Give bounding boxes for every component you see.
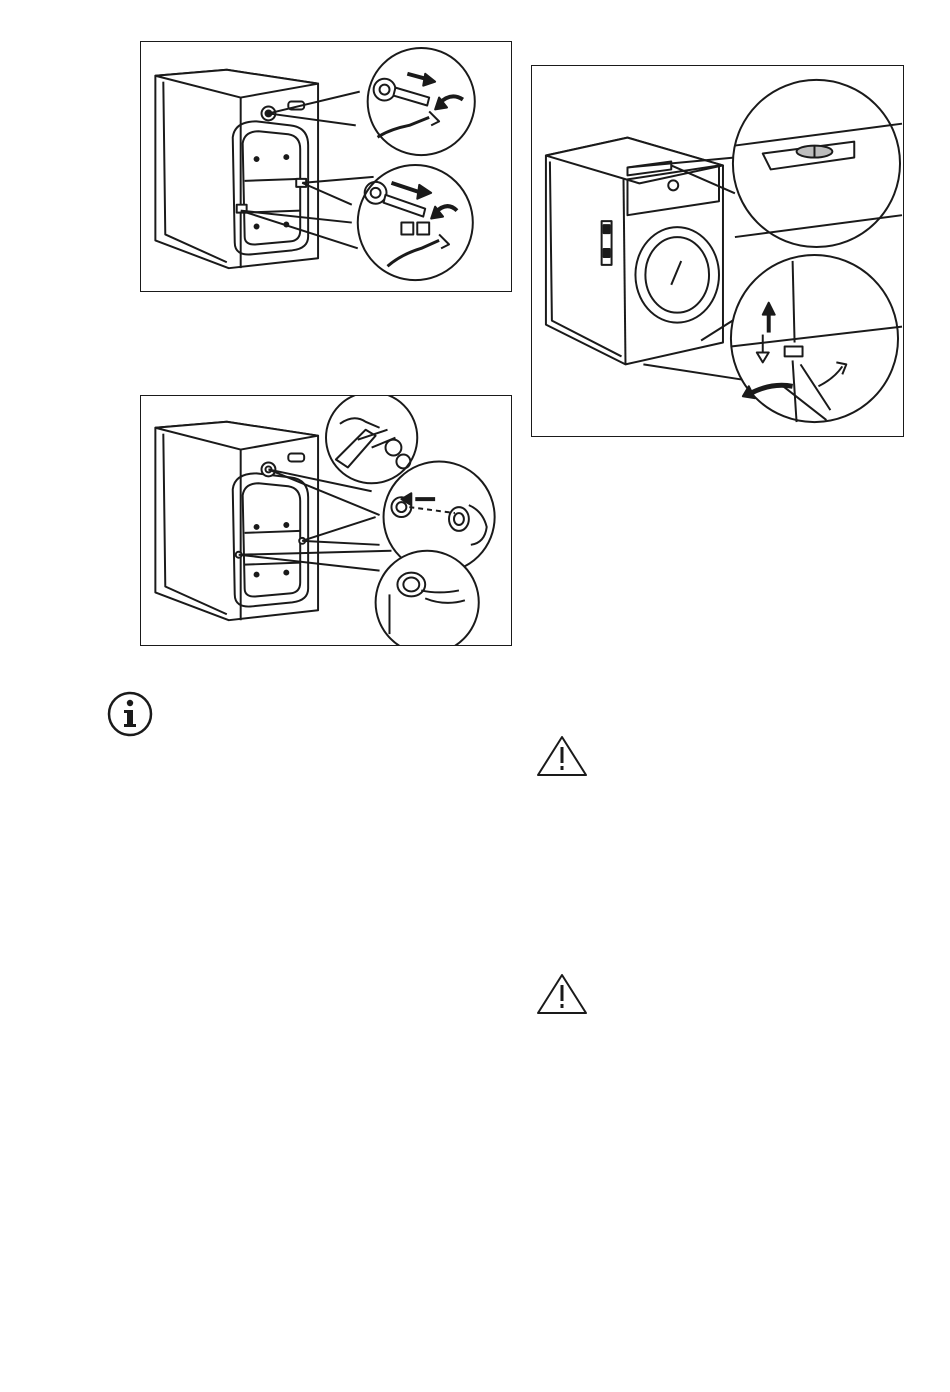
info-icon — [106, 690, 154, 738]
warning-triangle-icon-2 — [536, 973, 588, 1015]
figure-level-appliance — [531, 65, 904, 437]
washer-back-bolts-drawing — [141, 42, 511, 291]
washer-back-caps-drawing — [141, 396, 511, 645]
figure-remove-transit-bolts — [140, 41, 512, 292]
warning-triangle-icon — [536, 735, 588, 777]
washer-levelling-drawing — [532, 66, 903, 436]
figure-insert-plastic-caps — [140, 395, 512, 646]
